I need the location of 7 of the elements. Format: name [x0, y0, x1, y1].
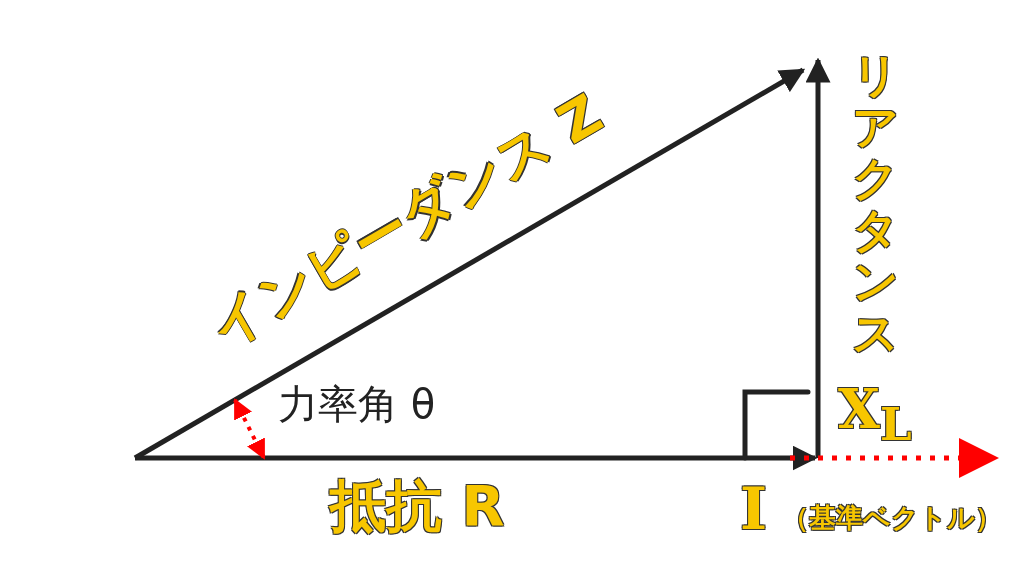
reference-vector-label: （基準ベクトル）: [782, 504, 1002, 531]
reactance-label: リアクタンス: [850, 50, 900, 360]
reactance-symbol: X$_{L}$: [838, 382, 912, 447]
impedance-label: インピーダンス Z: [201, 86, 611, 356]
resistance-label: 抵抗 R: [330, 478, 505, 534]
current-symbol: I: [740, 480, 768, 538]
angle-label: 力率角 θ: [278, 384, 436, 424]
